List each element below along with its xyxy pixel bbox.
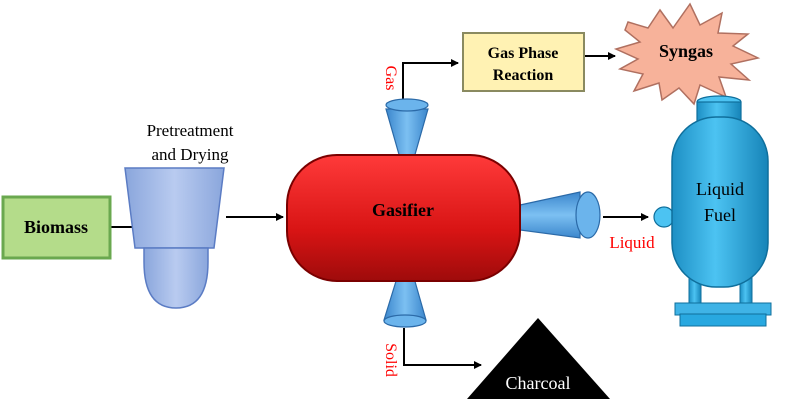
biomass-box: Biomass	[1, 195, 112, 260]
pretreatment-label-line2: and Drying	[152, 145, 229, 164]
liquid-outlet-label: Liquid	[609, 233, 655, 252]
pretreatment-label-line1: Pretreatment	[147, 121, 234, 140]
charcoal-label: Charcoal	[506, 373, 571, 393]
syngas-burst: Syngas	[613, 2, 761, 106]
gas-phase-label-line1: Gas Phase	[488, 45, 559, 62]
gas-phase-reaction-box: Gas Phase Reaction	[462, 32, 585, 92]
solid-outlet-label: Solid	[382, 343, 399, 377]
gasifier-label: Gasifier	[372, 200, 434, 220]
connectors	[111, 52, 649, 369]
gas-phase-label-line2: Reaction	[493, 67, 554, 84]
gasifier-vessel: Gasifier	[286, 154, 521, 282]
liquid-fuel-label-line1: Liquid	[696, 179, 744, 199]
solid-outlet-nozzle	[383, 277, 427, 328]
syngas-label: Syngas	[659, 41, 713, 61]
liquid-fuel-label-line2: Fuel	[704, 205, 736, 225]
biomass-label: Biomass	[24, 217, 88, 237]
charcoal-pile: Charcoal	[467, 318, 610, 399]
gas-outlet-label: Gas	[382, 66, 399, 91]
arrow-gas-to-reaction	[402, 59, 459, 100]
liquid-outlet-nozzle	[519, 191, 601, 239]
liquid-fuel-tank: Liquid Fuel	[653, 95, 772, 327]
arrow-solid-to-charcoal	[403, 328, 482, 369]
pretreatment-hopper: Pretreatment and Drying	[124, 121, 234, 309]
gas-outlet-nozzle	[385, 98, 429, 159]
